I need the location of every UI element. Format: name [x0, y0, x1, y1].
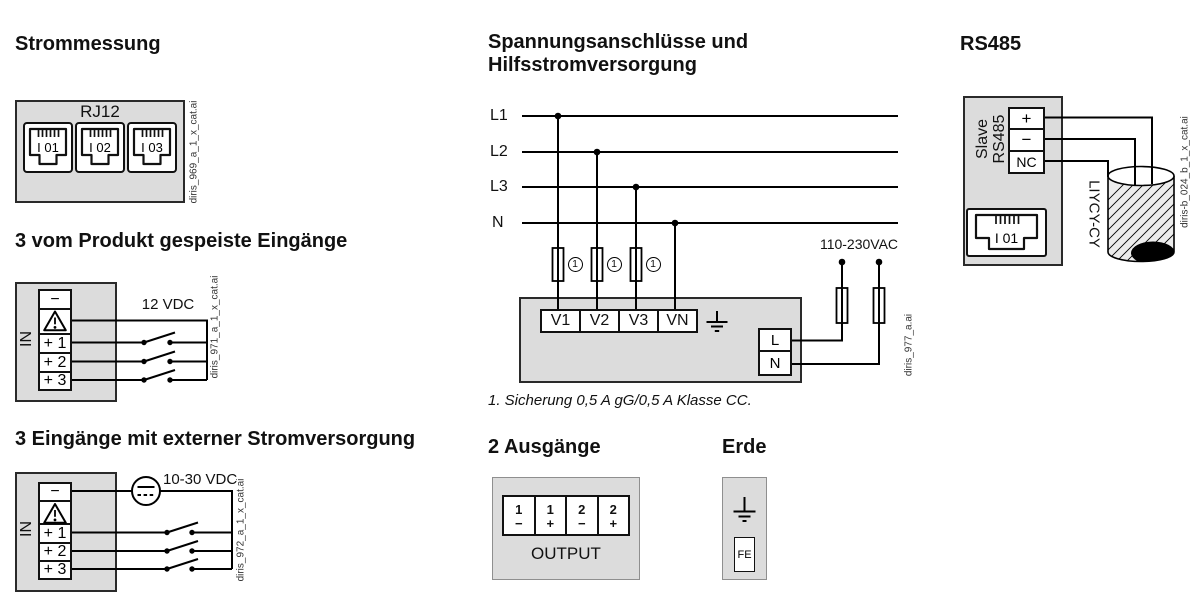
file-label-b024: diris-b_024_b_1_x_cat.ai [1179, 116, 1191, 228]
terminal-v3: V3 [618, 311, 657, 331]
terminal-warning [38, 500, 72, 525]
rj-jack-icon [974, 213, 1039, 251]
rj12-title: RJ12 [80, 102, 120, 121]
terminal-vn: VN [657, 311, 696, 331]
section-title-rs485: RS485 [960, 33, 1022, 55]
fuse-marker-3: 1 [645, 256, 661, 272]
terminal-sign: + [546, 516, 555, 531]
phase-label-l3: L3 [490, 178, 508, 195]
terminal-out-1-plus: 1 + [533, 497, 565, 534]
phase-label-l1: L1 [490, 107, 508, 124]
rj12-jack-3-label: I 03 [141, 140, 163, 155]
file-label-971: diris_971_a_1_x_cat.ai [209, 275, 221, 379]
terminal-rs485-nc: NC [1008, 150, 1045, 174]
rj12-jack-3: I 03 [127, 122, 177, 173]
rj12-jack-2: I 02 [75, 122, 125, 173]
terminal-sign: − [514, 516, 523, 531]
rj-jack-icon [132, 127, 172, 166]
rs485-jack-label: I 01 [994, 230, 1019, 246]
terminal-number: 2 [609, 502, 617, 517]
aux-supply-voltage-label: 110-230VAC [819, 236, 899, 252]
terminal-out-2-minus: 2 − [565, 497, 597, 534]
terminal-number: 2 [578, 502, 586, 517]
terminal-plus2: + 2 [38, 352, 72, 373]
terminal-v2: V2 [579, 311, 618, 331]
cable-type-label: LIYCY-CY [1085, 180, 1103, 248]
rs485-jack: I 01 [966, 208, 1047, 257]
rs485-block-label: Slave RS485 [974, 115, 1008, 164]
file-label-972: diris_972_a_1_x_cat.ai [235, 478, 247, 582]
terminal-plus2: + 2 [38, 542, 72, 562]
in-label: IN [18, 521, 35, 537]
section-title-voltage: Spannungsanschlüsse und Hilfsstromversor… [488, 31, 748, 77]
rs485-block-label-line2: RS485 [991, 114, 1008, 164]
output-block-label: OUTPUT [531, 544, 601, 563]
terminal-sign: + [609, 516, 618, 531]
section-title-earth: Erde [722, 436, 767, 458]
section-title-current-measurement: Strommessung [15, 33, 161, 55]
switch-contact-dots [164, 529, 195, 572]
terminal-plus1: + 1 [38, 523, 72, 544]
terminal-number: 1 [515, 502, 523, 517]
terminal-plus1: + 1 [38, 333, 72, 354]
file-label-977: diris_977_a.ai [903, 313, 915, 377]
rj12-jack-1: I 01 [23, 122, 73, 173]
switch-contact-dots [141, 339, 173, 383]
terminal-aux-n: N [758, 350, 792, 376]
terminal-rs485-minus: − [1008, 128, 1045, 152]
rj-jack-icon [80, 127, 120, 166]
terminal-number: 1 [546, 502, 554, 517]
section-title-powered-inputs: 3 vom Produkt gespeiste Eingänge [15, 230, 348, 252]
terminal-aux-l: L [758, 328, 792, 352]
terminal-sign: − [577, 516, 586, 531]
voltage-terminal-row: V1 V2 V3 VN [540, 309, 698, 333]
terminal-out-1-minus: 1 − [504, 497, 534, 534]
fuse-note: 1. Sicherung 0,5 A gG/0,5 A Klasse CC. [488, 392, 752, 409]
file-label-969: diris_969_a_1_x_cat.ai [188, 100, 200, 204]
terminal-rs485-plus: + [1008, 107, 1045, 130]
rj-jack-icon [28, 127, 68, 166]
output-terminal-row: 1 − 1 + 2 − 2 + [502, 495, 630, 536]
rj12-jack-1-label: I 01 [37, 140, 59, 155]
terminal-minus: − [38, 482, 72, 502]
rs485-block-label-line1: Slave [974, 118, 991, 160]
rj12-jack-2-label: I 02 [89, 140, 111, 155]
cable-icon [1107, 165, 1175, 263]
phase-label-n: N [492, 214, 504, 231]
section-title-voltage-line1: Spannungsanschlüsse und [488, 31, 749, 53]
fuse-marker-2: 1 [606, 256, 622, 272]
in-label: IN [18, 331, 35, 347]
section-title-external-inputs: 3 Eingänge mit externer Stromversorgung [15, 428, 416, 450]
terminal-warning [38, 308, 72, 335]
section-title-outputs: 2 Ausgänge [488, 436, 601, 458]
terminal-fe: FE [734, 537, 755, 572]
terminal-minus: − [38, 289, 72, 310]
section-title-voltage-line2: Hilfsstromversorgung [488, 54, 697, 76]
terminal-v1: V1 [542, 311, 579, 331]
supply-voltage-label-12vdc: 12 VDC [141, 296, 195, 313]
terminal-plus3: + 3 [38, 371, 72, 391]
terminal-plus3: + 3 [38, 560, 72, 580]
phase-label-l2: L2 [490, 143, 508, 160]
supply-voltage-label-10-30vdc: 10-30 VDC [163, 471, 238, 488]
fuse-marker-1: 1 [567, 256, 583, 272]
terminal-out-2-plus: 2 + [596, 497, 628, 534]
